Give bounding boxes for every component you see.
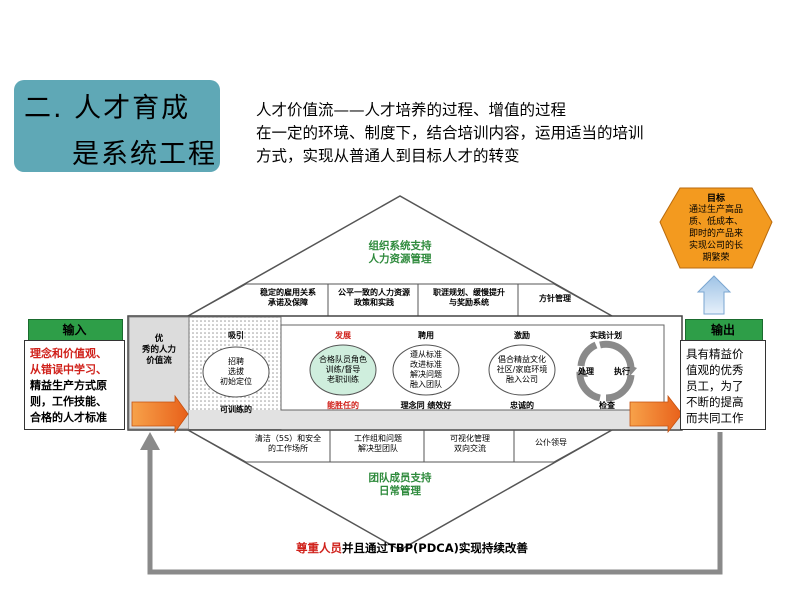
flow-label: 优 秀的人力 价值流: [141, 334, 176, 366]
top-cell-career: 职涯规划、缓慢提升与奖励系统: [433, 288, 505, 307]
title-box: [14, 80, 220, 172]
bottom-cell-5s: 清洁（5S）和安全的工作场所: [254, 434, 322, 453]
stage-circle-text-motivate: 倡合精益文化社区/家庭环境融入公司: [496, 355, 548, 384]
stage-header-develop: 发展: [335, 331, 351, 340]
org-support-label: 组织系统支持 人力资源管理: [368, 240, 432, 265]
goal-text: 通过生产高品 质、低成本、 即时的产品来 实现公司的长 期繁荣: [688, 205, 743, 263]
intro-line3: 方式，实现从普通人到目标人才的转变: [256, 147, 520, 165]
goal-hexagon: [659, 187, 773, 269]
input-arrow: [131, 394, 189, 434]
stage-result-attract: 可训练的: [220, 405, 252, 414]
output-arrow: [629, 394, 683, 434]
footer-text: 尊重人员并且通过TBP(PDCA)实现持续改善: [296, 540, 528, 556]
stage-result-develop: 能胜任的: [327, 401, 359, 410]
bottom-cell-servant: 公仆领导: [535, 438, 567, 447]
stage-circle-text-develop: 合格队员角色训练/督导老职训练: [319, 355, 367, 384]
stage-circle-text-attract: 招聘选拔初始定位: [220, 357, 252, 386]
stage-header-motivate: 激励: [514, 331, 530, 340]
stage-circle-text-hire: 遵从标准改进标准解决问题融入团队: [410, 350, 442, 389]
stage-circle-hire: [392, 344, 460, 396]
top-cell-policy-mgmt: 方针管理: [539, 294, 571, 303]
bottom-cell-teams: 工作组和问题解决型团队: [354, 434, 402, 453]
stage-circle-motivate: [488, 344, 556, 396]
title-line2: 是系统工程: [72, 139, 217, 170]
bottom-cell-visual: 可视化管理双向交流: [450, 434, 490, 453]
top-cell-hr-policy: 公平一致的人力资源政策和实践: [338, 288, 410, 307]
output-label: 输出: [710, 323, 735, 337]
input-body: [24, 340, 125, 430]
bottom-cells-grid: [187, 429, 613, 463]
pdca-header: 实践计划: [590, 331, 622, 340]
input-label: 输入: [62, 323, 87, 337]
pdca-cycle-icon: [576, 340, 637, 402]
pdca-act: 处理: [578, 367, 594, 376]
stage-circle-develop: [309, 344, 377, 396]
input-text: 理念和价值观、 从错误中学习、 精益生产方式原 则，工作技能、 合格的人才标准: [30, 347, 107, 424]
stage-header-hire: 聘用: [418, 331, 434, 340]
output-body: [680, 340, 766, 430]
pdca-do: 执行: [614, 367, 630, 376]
top-cell-employment: 稳定的雇用关系承诺及保障: [260, 288, 316, 307]
goal-up-arrow: [696, 275, 732, 315]
stage-result-hire: 理念同 绩效好: [400, 401, 452, 410]
team-support-label: 团队成员支持 日常管理: [368, 472, 432, 497]
stage-circle-attract: [202, 346, 270, 398]
footer-red: 尊重人员: [296, 541, 342, 555]
intro-line1: 人才价值流——人才培养的过程、增值的过程: [256, 101, 567, 119]
stage-header-attract: 吸引: [228, 331, 244, 340]
title-line1: 二. 人才育成: [24, 93, 191, 124]
pdca-check: 检查: [599, 401, 615, 410]
goal-label: 目标: [706, 194, 725, 204]
top-cells-grid: [187, 283, 613, 317]
flow-gray-strip: [189, 410, 680, 429]
footer-black: 并且通过TBP(PDCA)实现持续改善: [342, 541, 528, 555]
output-text: 具有精益价 值观的优秀 员工，为了 不断的提高 而共同工作: [686, 347, 744, 425]
stage-result-motivate: 忠诚的: [510, 401, 534, 410]
feedback-loop-arrow: [147, 432, 723, 575]
intro-line2: 在一定的环境、制度下，结合培训内容，运用适当的培训: [256, 124, 644, 142]
